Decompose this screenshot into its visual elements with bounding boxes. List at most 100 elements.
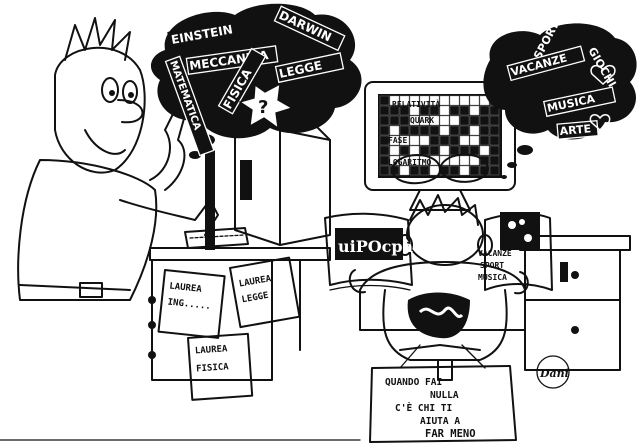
magazine-right-page: VACANZE SPORT MUSICA (478, 212, 553, 291)
crossword-cell (399, 135, 410, 146)
magazine-cover-title: uiPOcpà (338, 237, 413, 256)
crossword-cell (409, 165, 420, 176)
crossword-cell (399, 115, 410, 126)
heart-icon (589, 114, 611, 132)
crossword-cell (489, 145, 500, 156)
crossword-cell (479, 145, 490, 156)
artist-signature: Dani (536, 355, 570, 389)
crossword-cell (439, 135, 450, 146)
crossword-cell (449, 105, 460, 116)
sign-line-5: FAR MENO (425, 428, 476, 440)
reading-hands (348, 269, 529, 295)
crossword-cell (439, 145, 450, 156)
crossword-cell (469, 95, 480, 106)
crossword-cell (379, 135, 390, 146)
crossword-cell (379, 155, 390, 166)
sign-line-2: NULLA (430, 390, 459, 401)
paper-2-line1: LAUREA (238, 274, 272, 290)
magazine-left-page: uiPOcpà (324, 212, 413, 291)
crossword-cell (469, 105, 480, 116)
crossword-cell (489, 125, 500, 136)
sign-line-4: AIUTA A (420, 416, 460, 427)
crossword-cell (469, 165, 480, 176)
crossword-cell (409, 105, 420, 116)
crossword-cell (489, 135, 500, 146)
crossword-cell (389, 115, 400, 126)
crossword-cell (459, 105, 470, 116)
crossword-cell (429, 145, 440, 156)
crossword-cell (469, 145, 480, 156)
crossword-cell (419, 115, 430, 126)
left-keyboard (184, 227, 249, 249)
crossword-cell (389, 125, 400, 136)
crossword-cell (459, 125, 470, 136)
signature-text: Dani (539, 367, 569, 380)
crossword-cell (479, 125, 490, 136)
crossword-cell (379, 115, 390, 126)
crossword-cell (439, 105, 450, 116)
crossword-cell (449, 125, 460, 136)
right-thought-cloud: SPORT VACANZE GIOCHI MUSICA ARTE (483, 19, 637, 179)
crossword-cell (409, 95, 420, 106)
crossword-cell (429, 135, 440, 146)
crossword-cell (399, 95, 410, 106)
magazine-topic-vacanze: VACANZE (478, 249, 512, 258)
hanging-sign: QUANDO FAI NULLA C'È CHI TI AIUTA A FAR … (369, 344, 517, 443)
crossword-cell (439, 115, 450, 126)
crossword-cell (489, 165, 500, 176)
crossword-cell (439, 95, 450, 106)
crossword-cell (419, 135, 430, 146)
crossword-word-quark: QUARK (410, 116, 434, 125)
crossword-cell (409, 135, 420, 146)
sign-line-3: C'È CHI TI (395, 402, 452, 414)
paper-3-line1: LAUREA (195, 344, 229, 356)
crossword-cell (449, 135, 460, 146)
heart-icon (590, 64, 616, 86)
crossword-cell (419, 125, 430, 136)
crossword-cell (459, 135, 470, 146)
crossword-cell (389, 145, 400, 156)
crossword-cell (389, 95, 400, 106)
crossword-cell (459, 155, 470, 166)
crossword-cell (419, 145, 430, 156)
crossword-cell (419, 95, 430, 106)
crossword-cell (379, 125, 390, 136)
magazine-topic-sport: SPORT (480, 261, 504, 270)
crossword-word-relativita: RELATIVITÀ (392, 98, 440, 109)
crossword-cell (399, 145, 410, 156)
crossword-cell (479, 105, 490, 116)
crossword-cell (439, 125, 450, 136)
sign-line-1: QUANDO FAI (385, 377, 442, 388)
crossword-cell (389, 105, 400, 116)
crossword-word-logaritmo: LOGARITMO (388, 158, 432, 167)
crossword-cell (379, 145, 390, 156)
crossword-cell (419, 105, 430, 116)
crossword-word-fase: FASE (388, 136, 407, 145)
crossword-monitor: RELATIVITÀ QUARK FASE LOGARITMO (364, 81, 516, 211)
crossword-cell (399, 155, 410, 166)
crossword-cell (379, 105, 390, 116)
paper-2-line2: LEGGE (241, 291, 269, 306)
left-man (17, 17, 219, 301)
crossword-cell (489, 115, 500, 126)
crossword-cell (399, 125, 410, 136)
crossword-cell (489, 155, 500, 166)
crossword-cell (449, 165, 460, 176)
crossword-cell (399, 165, 410, 176)
crossword-cell (449, 145, 460, 156)
crossword-cell (399, 105, 410, 116)
crossword-cell (479, 135, 490, 146)
crossword-cell (429, 95, 440, 106)
crossword-cell (429, 165, 440, 176)
paper-3-line2: FISICA (196, 362, 230, 374)
crossword-cell (389, 135, 400, 146)
crossword-cell (429, 105, 440, 116)
left-papers: LAUREA ING..... LAUREA LEGGE LAUREA FISI… (157, 256, 301, 401)
reading-man (359, 153, 526, 381)
crossword-cell (459, 95, 470, 106)
crossword-cell (379, 165, 390, 176)
crossword-cell (469, 125, 480, 136)
question-mark: ? (258, 97, 268, 118)
crossword-cell (479, 115, 490, 126)
